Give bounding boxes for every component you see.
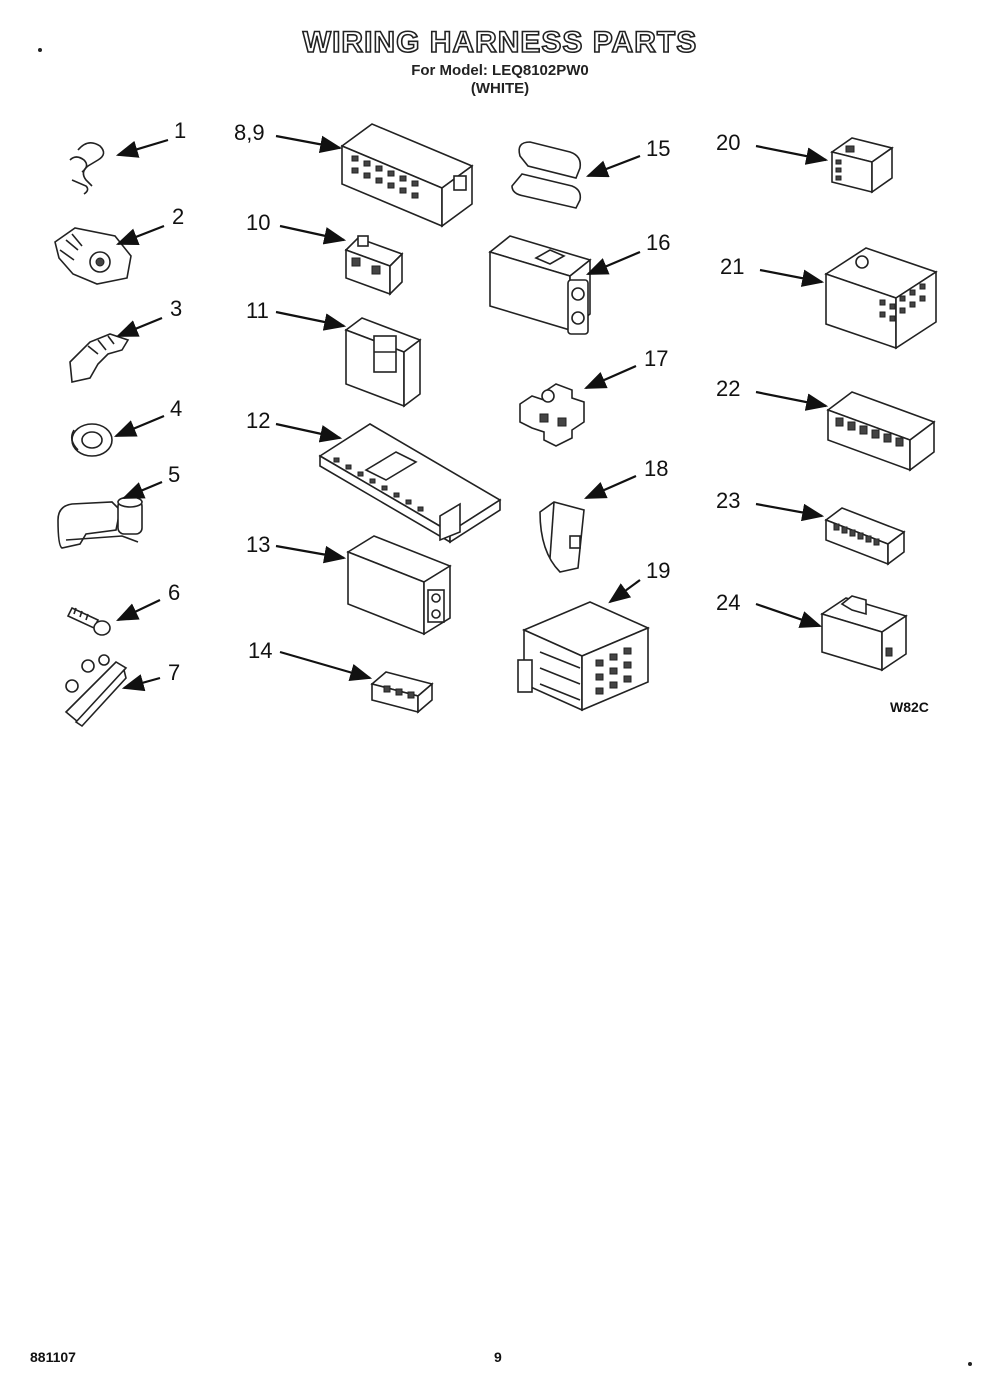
label-11: 11 bbox=[246, 298, 269, 323]
label-24: 24 bbox=[716, 590, 740, 615]
label-6: 6 bbox=[168, 580, 180, 605]
part-12-connector-strip bbox=[318, 423, 502, 544]
label-16: 16 bbox=[646, 230, 670, 255]
part-19-connector-block bbox=[517, 601, 651, 712]
label-1: 1 bbox=[174, 118, 186, 143]
part-20-connector bbox=[830, 137, 894, 194]
label-12: 12 bbox=[246, 408, 270, 433]
label-7: 7 bbox=[168, 660, 180, 685]
label-21: 21 bbox=[720, 254, 744, 279]
part-7-strip bbox=[64, 654, 128, 728]
label-13: 13 bbox=[246, 532, 270, 557]
part-23-connector bbox=[824, 507, 906, 566]
label-2: 2 bbox=[172, 204, 184, 229]
figure-code: W82C bbox=[890, 699, 929, 715]
part-11-connector bbox=[344, 317, 422, 408]
part-18-housing bbox=[539, 501, 585, 573]
part-6-screw bbox=[66, 606, 111, 636]
label-22: 22 bbox=[716, 376, 740, 401]
label-3: 3 bbox=[170, 296, 182, 321]
document-number: 881107 bbox=[30, 1349, 76, 1365]
corner-mark bbox=[968, 1362, 972, 1366]
part-17-connector bbox=[519, 383, 585, 447]
part-4-grommet bbox=[70, 423, 113, 457]
page-number: 9 bbox=[494, 1349, 502, 1365]
part-24-connector bbox=[820, 595, 908, 672]
part-3-bracket bbox=[69, 333, 130, 383]
page-title: WIRING HARNESS PARTS bbox=[302, 25, 698, 60]
part-10-connector bbox=[344, 235, 404, 296]
label-4: 4 bbox=[170, 396, 182, 421]
part-21-connector bbox=[824, 247, 938, 350]
label-19: 19 bbox=[646, 558, 670, 583]
part-16-connector bbox=[488, 235, 592, 335]
corner-mark bbox=[38, 48, 42, 52]
model-line: For Model: LEQ8102PW0 bbox=[411, 62, 589, 79]
label-20: 20 bbox=[716, 130, 740, 155]
part-5-clip bbox=[57, 496, 143, 549]
label-15: 15 bbox=[646, 136, 670, 161]
label-10: 10 bbox=[246, 210, 270, 235]
label-14: 14 bbox=[248, 638, 272, 663]
part-1-terminal bbox=[69, 142, 105, 195]
part-8-9-connector bbox=[340, 123, 474, 228]
label-23: 23 bbox=[716, 488, 740, 513]
label-18: 18 bbox=[644, 456, 668, 481]
part-2-clamp bbox=[54, 227, 132, 285]
item-labels: 1 2 3 4 5 6 7 8,9 10 11 12 13 14 15 16 1… bbox=[168, 118, 929, 715]
label-17: 17 bbox=[644, 346, 668, 371]
part-14-connector bbox=[370, 671, 434, 714]
callout-arrows bbox=[113, 134, 829, 692]
color-line: (WHITE) bbox=[470, 80, 530, 97]
part-15-terminal-clip bbox=[511, 141, 582, 209]
label-5: 5 bbox=[168, 462, 180, 487]
part-13-connector bbox=[346, 535, 452, 636]
part-22-connector bbox=[826, 391, 936, 472]
label-8-9: 8,9 bbox=[234, 120, 265, 145]
